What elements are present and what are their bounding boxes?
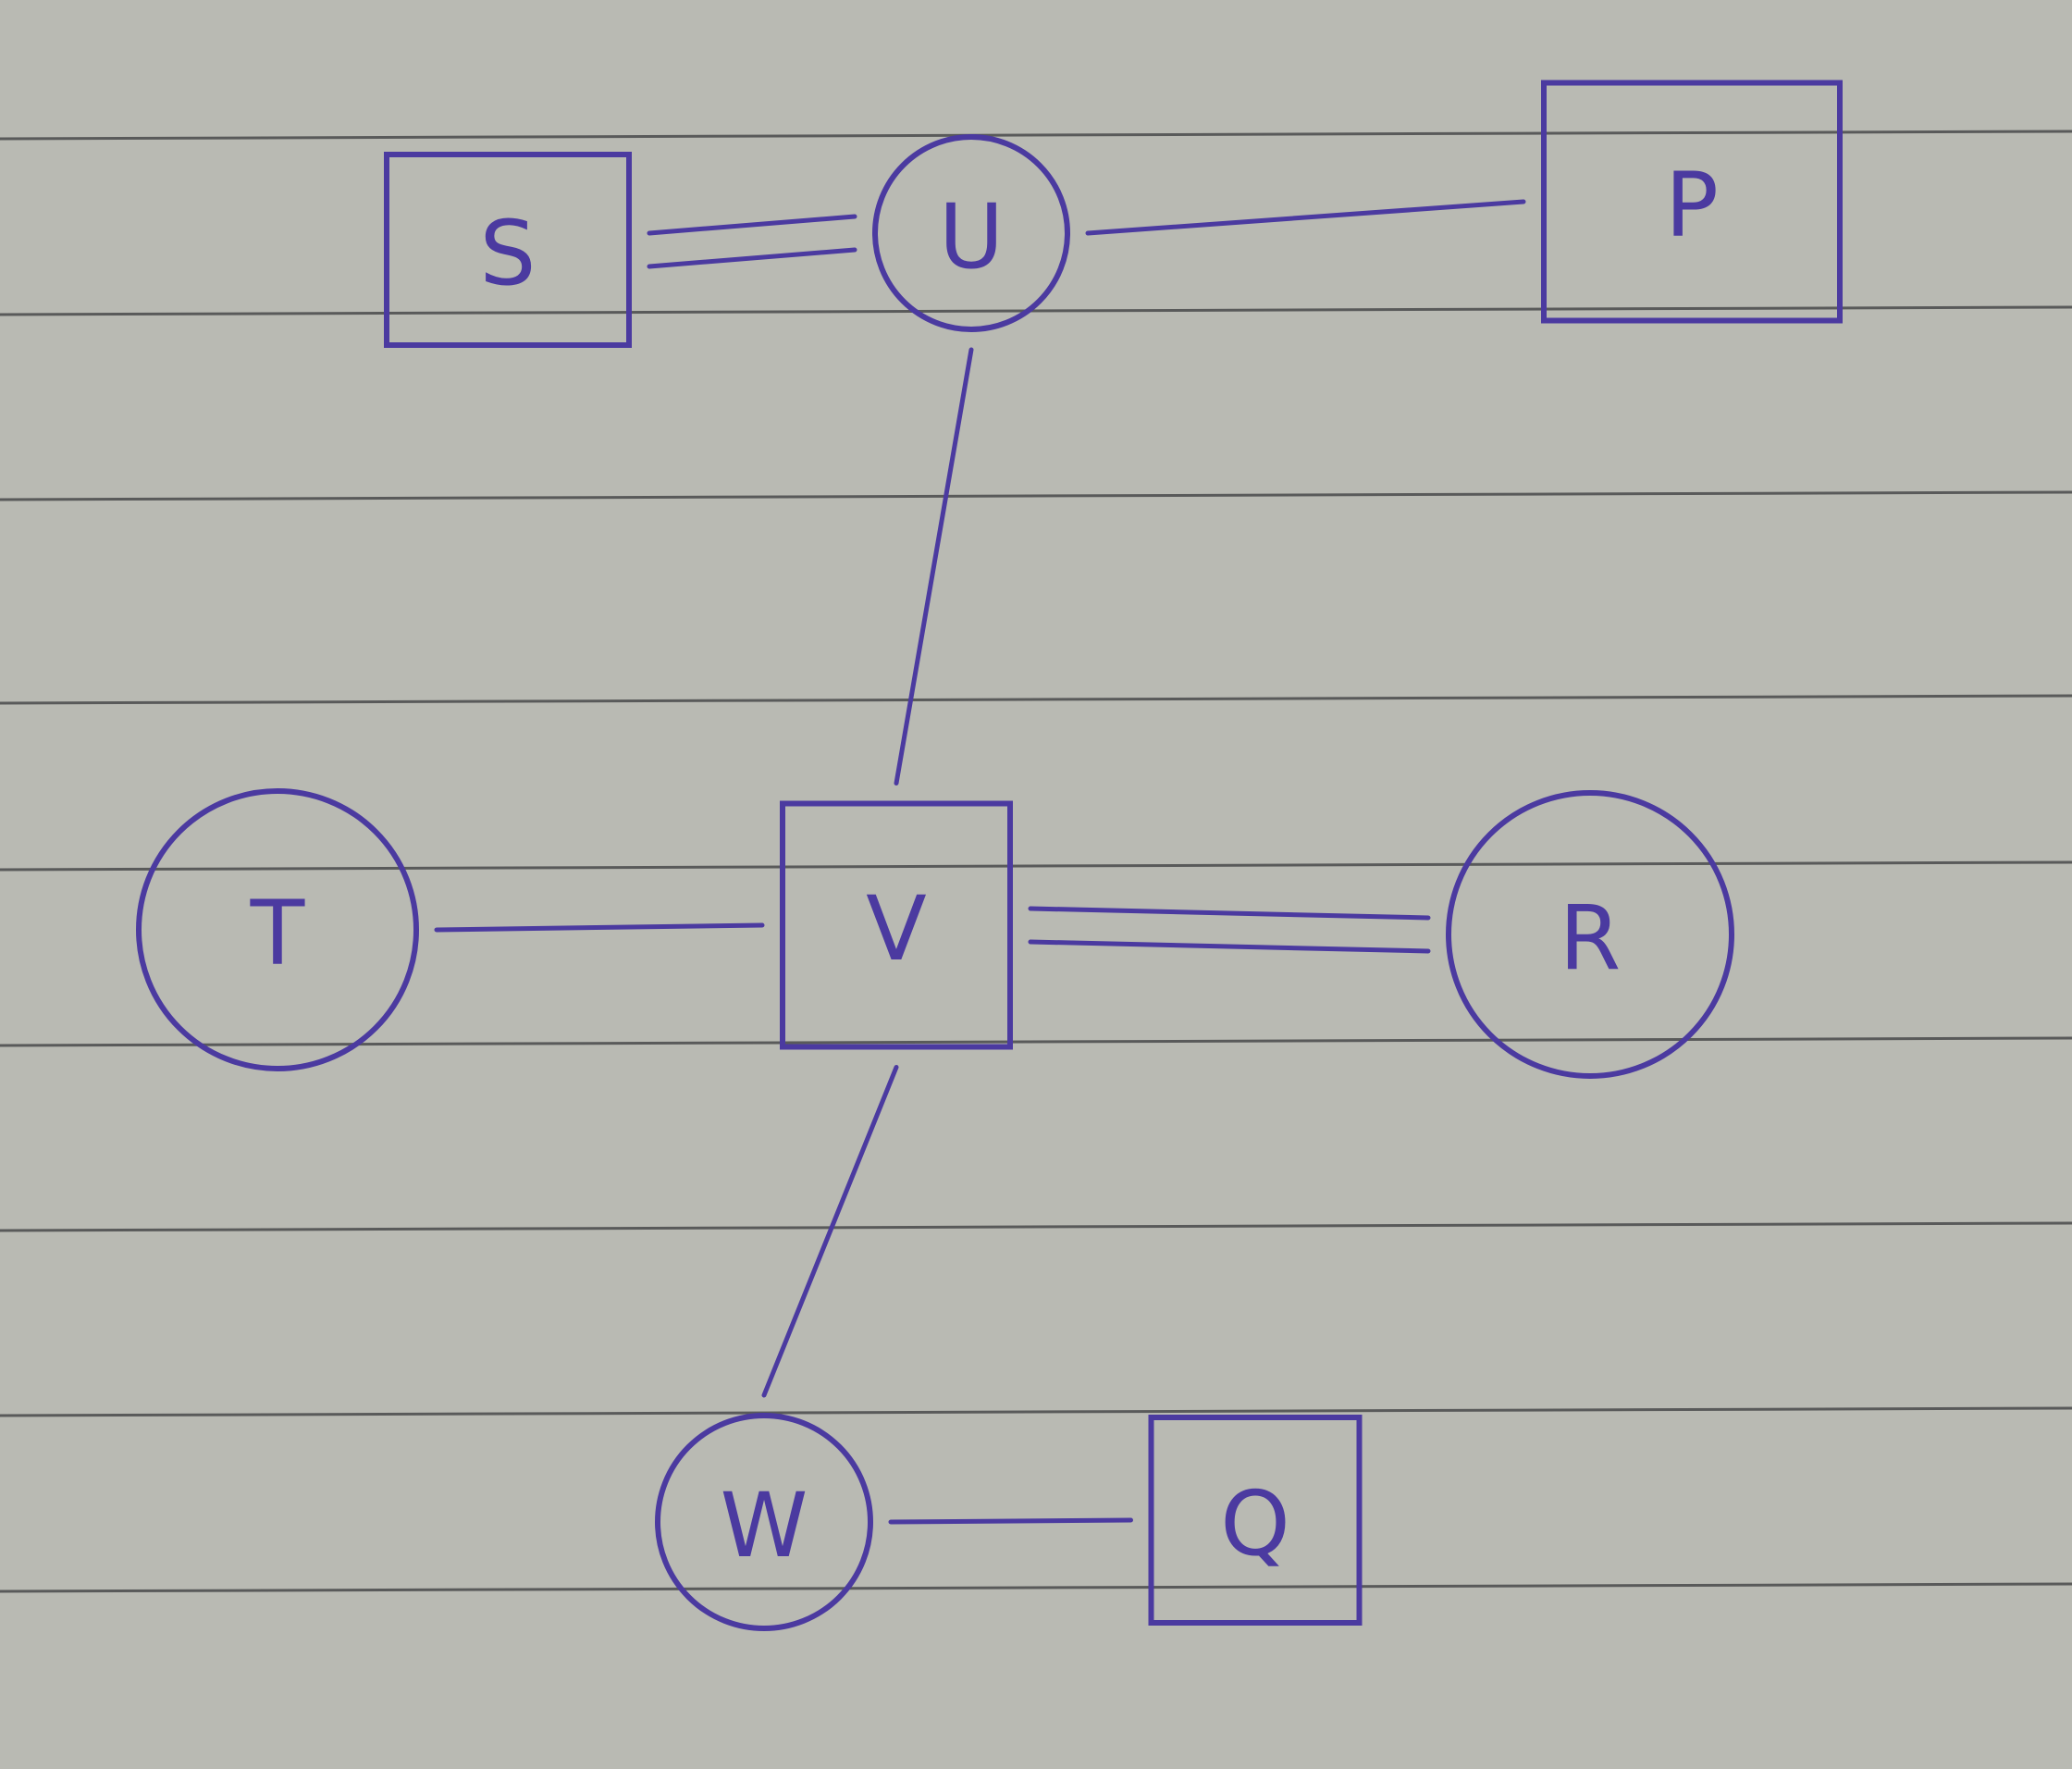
ruled-line <box>0 694 2072 705</box>
node-w-label: W <box>721 1474 808 1577</box>
node-v-label: V <box>866 877 927 981</box>
ruled-line <box>0 130 2072 141</box>
node-t-label: T <box>250 882 305 985</box>
node-s-label: S <box>480 202 536 305</box>
node-v-square <box>780 800 1013 1050</box>
ruled-line <box>0 860 2072 872</box>
edge-u-p <box>1085 199 1526 236</box>
edge-t-v <box>434 922 765 933</box>
edge-v-w <box>761 1065 899 1398</box>
node-t: T <box>136 788 419 1071</box>
edge-w-q <box>888 1517 1133 1525</box>
edge-s-u-line-2 <box>647 247 857 269</box>
node-q-label: Q <box>1220 1472 1290 1576</box>
edge-u-v <box>894 347 974 786</box>
node-t-circle <box>136 788 419 1071</box>
node-r-circle <box>1446 790 1734 1079</box>
ruled-line <box>0 1582 2072 1593</box>
node-v: V <box>780 800 1013 1050</box>
node-w-circle <box>655 1413 873 1631</box>
node-u: U <box>872 134 1070 332</box>
node-p-label: P <box>1665 154 1719 257</box>
ruled-line <box>0 1406 2072 1417</box>
node-w: W <box>655 1413 873 1631</box>
edge-v-r-line-2 <box>1028 939 1431 954</box>
node-s-square <box>384 152 632 348</box>
node-u-circle <box>872 134 1070 332</box>
node-q-square <box>1148 1415 1363 1626</box>
node-u-label: U <box>939 185 1004 289</box>
ruled-line <box>0 1036 2072 1047</box>
nodes-layer: S U P T V R W Q <box>136 80 1843 1631</box>
node-q: Q <box>1148 1415 1363 1626</box>
edges-layer <box>434 199 1526 1525</box>
notebook-ruled-lines <box>0 130 2072 1593</box>
node-r: R <box>1446 790 1734 1079</box>
ruled-line <box>0 305 2072 316</box>
node-p-square <box>1541 80 1843 324</box>
edge-s-u-line-1 <box>647 214 857 236</box>
node-r-label: R <box>1560 886 1622 990</box>
node-p: P <box>1541 80 1843 324</box>
ruled-line <box>0 1221 2072 1232</box>
node-s: S <box>384 152 632 348</box>
edge-v-r-line-1 <box>1028 906 1431 921</box>
ruled-line <box>0 490 2072 501</box>
